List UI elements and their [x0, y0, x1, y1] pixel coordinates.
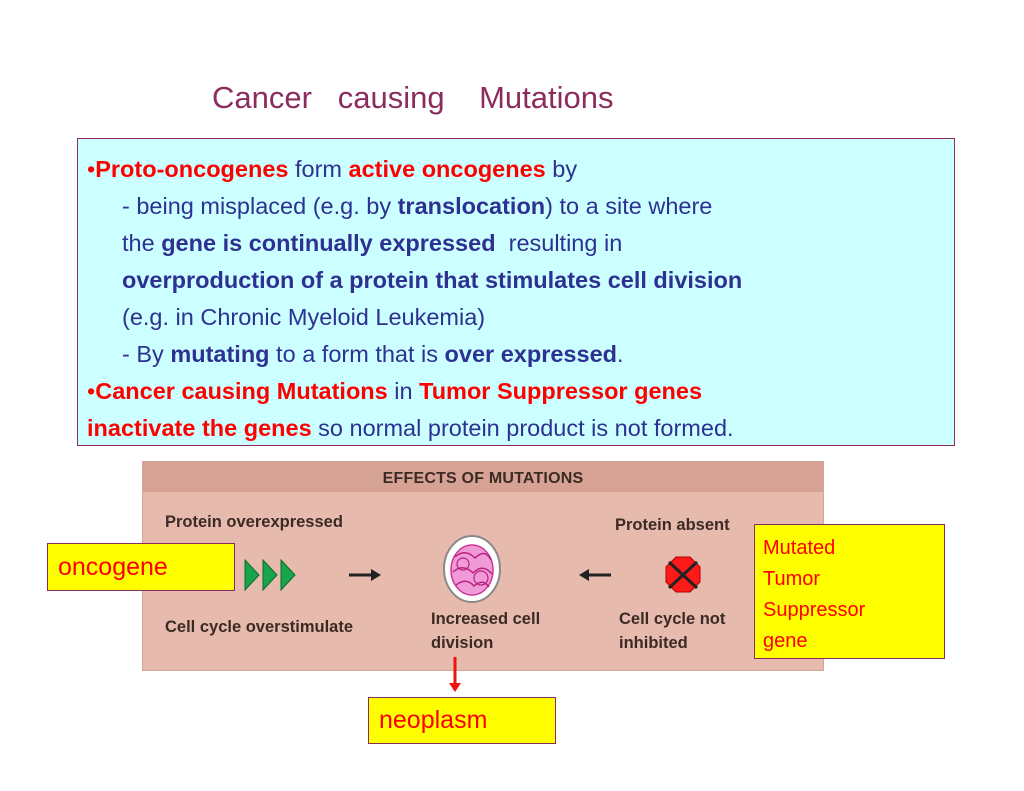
term-inactivate: inactivate the genes — [87, 415, 312, 441]
figure-header: EFFECTS OF MUTATIONS — [143, 462, 823, 492]
bullet-2: • — [87, 378, 96, 404]
neoplasm-label: neoplasm — [368, 697, 556, 744]
label-division: division — [431, 634, 494, 652]
text-resulting: resulting in — [495, 230, 623, 256]
term-proto-oncogenes: Proto-oncogenes — [95, 156, 289, 182]
term-over-expressed: over expressed — [444, 341, 617, 367]
label-protein-overexpressed: Protein overexpressed — [165, 513, 343, 531]
term-gene-expressed: gene is continually expressed — [161, 230, 496, 256]
arrow-down-icon — [449, 657, 461, 692]
term-cancer-mutations: Cancer causing Mutations — [95, 378, 388, 404]
text-example: (e.g. in Chronic Myeloid Leukemia) — [122, 304, 486, 330]
bullet-2-line-2: inactivate the genes so normal protein p… — [87, 410, 954, 447]
bullet-1-line-3: the gene is continually expressed result… — [87, 225, 954, 262]
mutated-tumor-suppressor-label: Mutated Tumor Suppressor gene — [754, 524, 945, 659]
mutated-line-3: Suppressor — [763, 599, 866, 621]
chevron-icon-3 — [280, 558, 296, 592]
mutated-line-1: Mutated — [763, 537, 836, 559]
bullet-2-line-1: •Cancer causing Mutations in Tumor Suppr… — [87, 373, 954, 410]
text-to-form: to a form that is — [269, 341, 445, 367]
figure-graphics — [244, 535, 701, 603]
absent-protein-icon — [665, 556, 701, 593]
term-tumor-suppressor: Tumor Suppressor genes — [419, 378, 703, 404]
term-translocation: translocation — [397, 193, 546, 219]
bullet-1: • — [87, 156, 96, 182]
oncogene-label: oncogene — [47, 543, 235, 591]
text-by-mutating: - By — [122, 341, 171, 367]
label-increased-cell: Increased cell — [431, 610, 541, 628]
term-active-oncogenes: active oncogenes — [348, 156, 546, 182]
text-in: in — [387, 378, 420, 404]
dividing-cell-icon — [443, 535, 501, 603]
bullet-1-line-2: - being misplaced (e.g. by translocation… — [87, 188, 954, 225]
bullet-1-line-1: •Proto-oncogenes form active oncogenes b… — [87, 151, 954, 188]
arrow-left-icon — [579, 569, 611, 581]
label-cell-cycle-overstimulate: Cell cycle overstimulate — [165, 618, 354, 636]
slide-title: Cancer causing Mutations — [212, 80, 614, 115]
text-by: by — [545, 156, 578, 182]
text-form: form — [288, 156, 349, 182]
chevron-icon-2 — [262, 558, 278, 592]
text-misplaced: - being misplaced (e.g. by — [122, 193, 398, 219]
bullet-1-line-6: - By mutating to a form that is over exp… — [87, 336, 954, 373]
text-site-where: ) to a site where — [545, 193, 713, 219]
mutated-line-2: Tumor — [763, 568, 821, 590]
chevron-icon-1 — [244, 558, 260, 592]
label-inhibited: inhibited — [619, 634, 688, 652]
arrow-right-icon — [349, 569, 381, 581]
text-normal-protein: so normal protein product is not formed. — [311, 415, 734, 441]
term-overproduction: overproduction of a protein that stimula… — [122, 267, 743, 293]
text-the: the — [122, 230, 162, 256]
label-protein-absent: Protein absent — [615, 516, 730, 534]
label-cell-cycle-not: Cell cycle not — [619, 610, 726, 628]
text-period: . — [617, 341, 624, 367]
explanation-textbox: •Proto-oncogenes form active oncogenes b… — [77, 138, 955, 446]
mutated-line-4: gene — [763, 630, 808, 652]
effects-of-mutations-figure: EFFECTS OF MUTATIONS Protein overexpress… — [142, 461, 824, 671]
term-mutating: mutating — [170, 341, 270, 367]
